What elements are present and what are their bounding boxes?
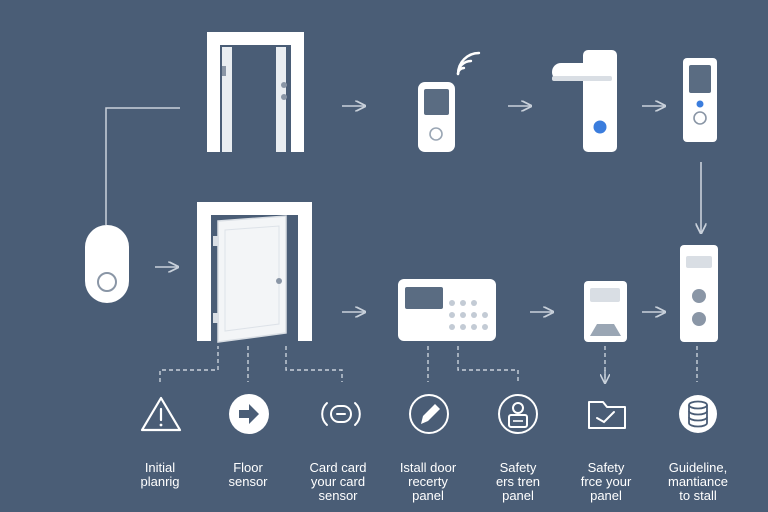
id-badge-icon [498, 394, 538, 434]
connector-line [105, 107, 180, 225]
arrow-right-icon [229, 394, 269, 434]
smart-door-handle-device [552, 50, 617, 152]
mobile-phone-device [418, 82, 455, 152]
doorbell-device [85, 225, 129, 303]
control-unit-device [680, 245, 718, 342]
wifi-icon [456, 51, 481, 76]
folder-icon [588, 401, 626, 429]
card-sensor-icon [321, 402, 361, 426]
card-reader-device [683, 58, 717, 142]
security-keypad-panel [398, 279, 496, 341]
pen-icon [409, 394, 449, 434]
door-frame-device [207, 32, 304, 152]
wall-sensor-device [584, 281, 627, 342]
database-icon [679, 395, 717, 433]
warning-icon [140, 396, 182, 432]
open-door-device [197, 202, 312, 343]
dashed-connectors [159, 346, 698, 382]
